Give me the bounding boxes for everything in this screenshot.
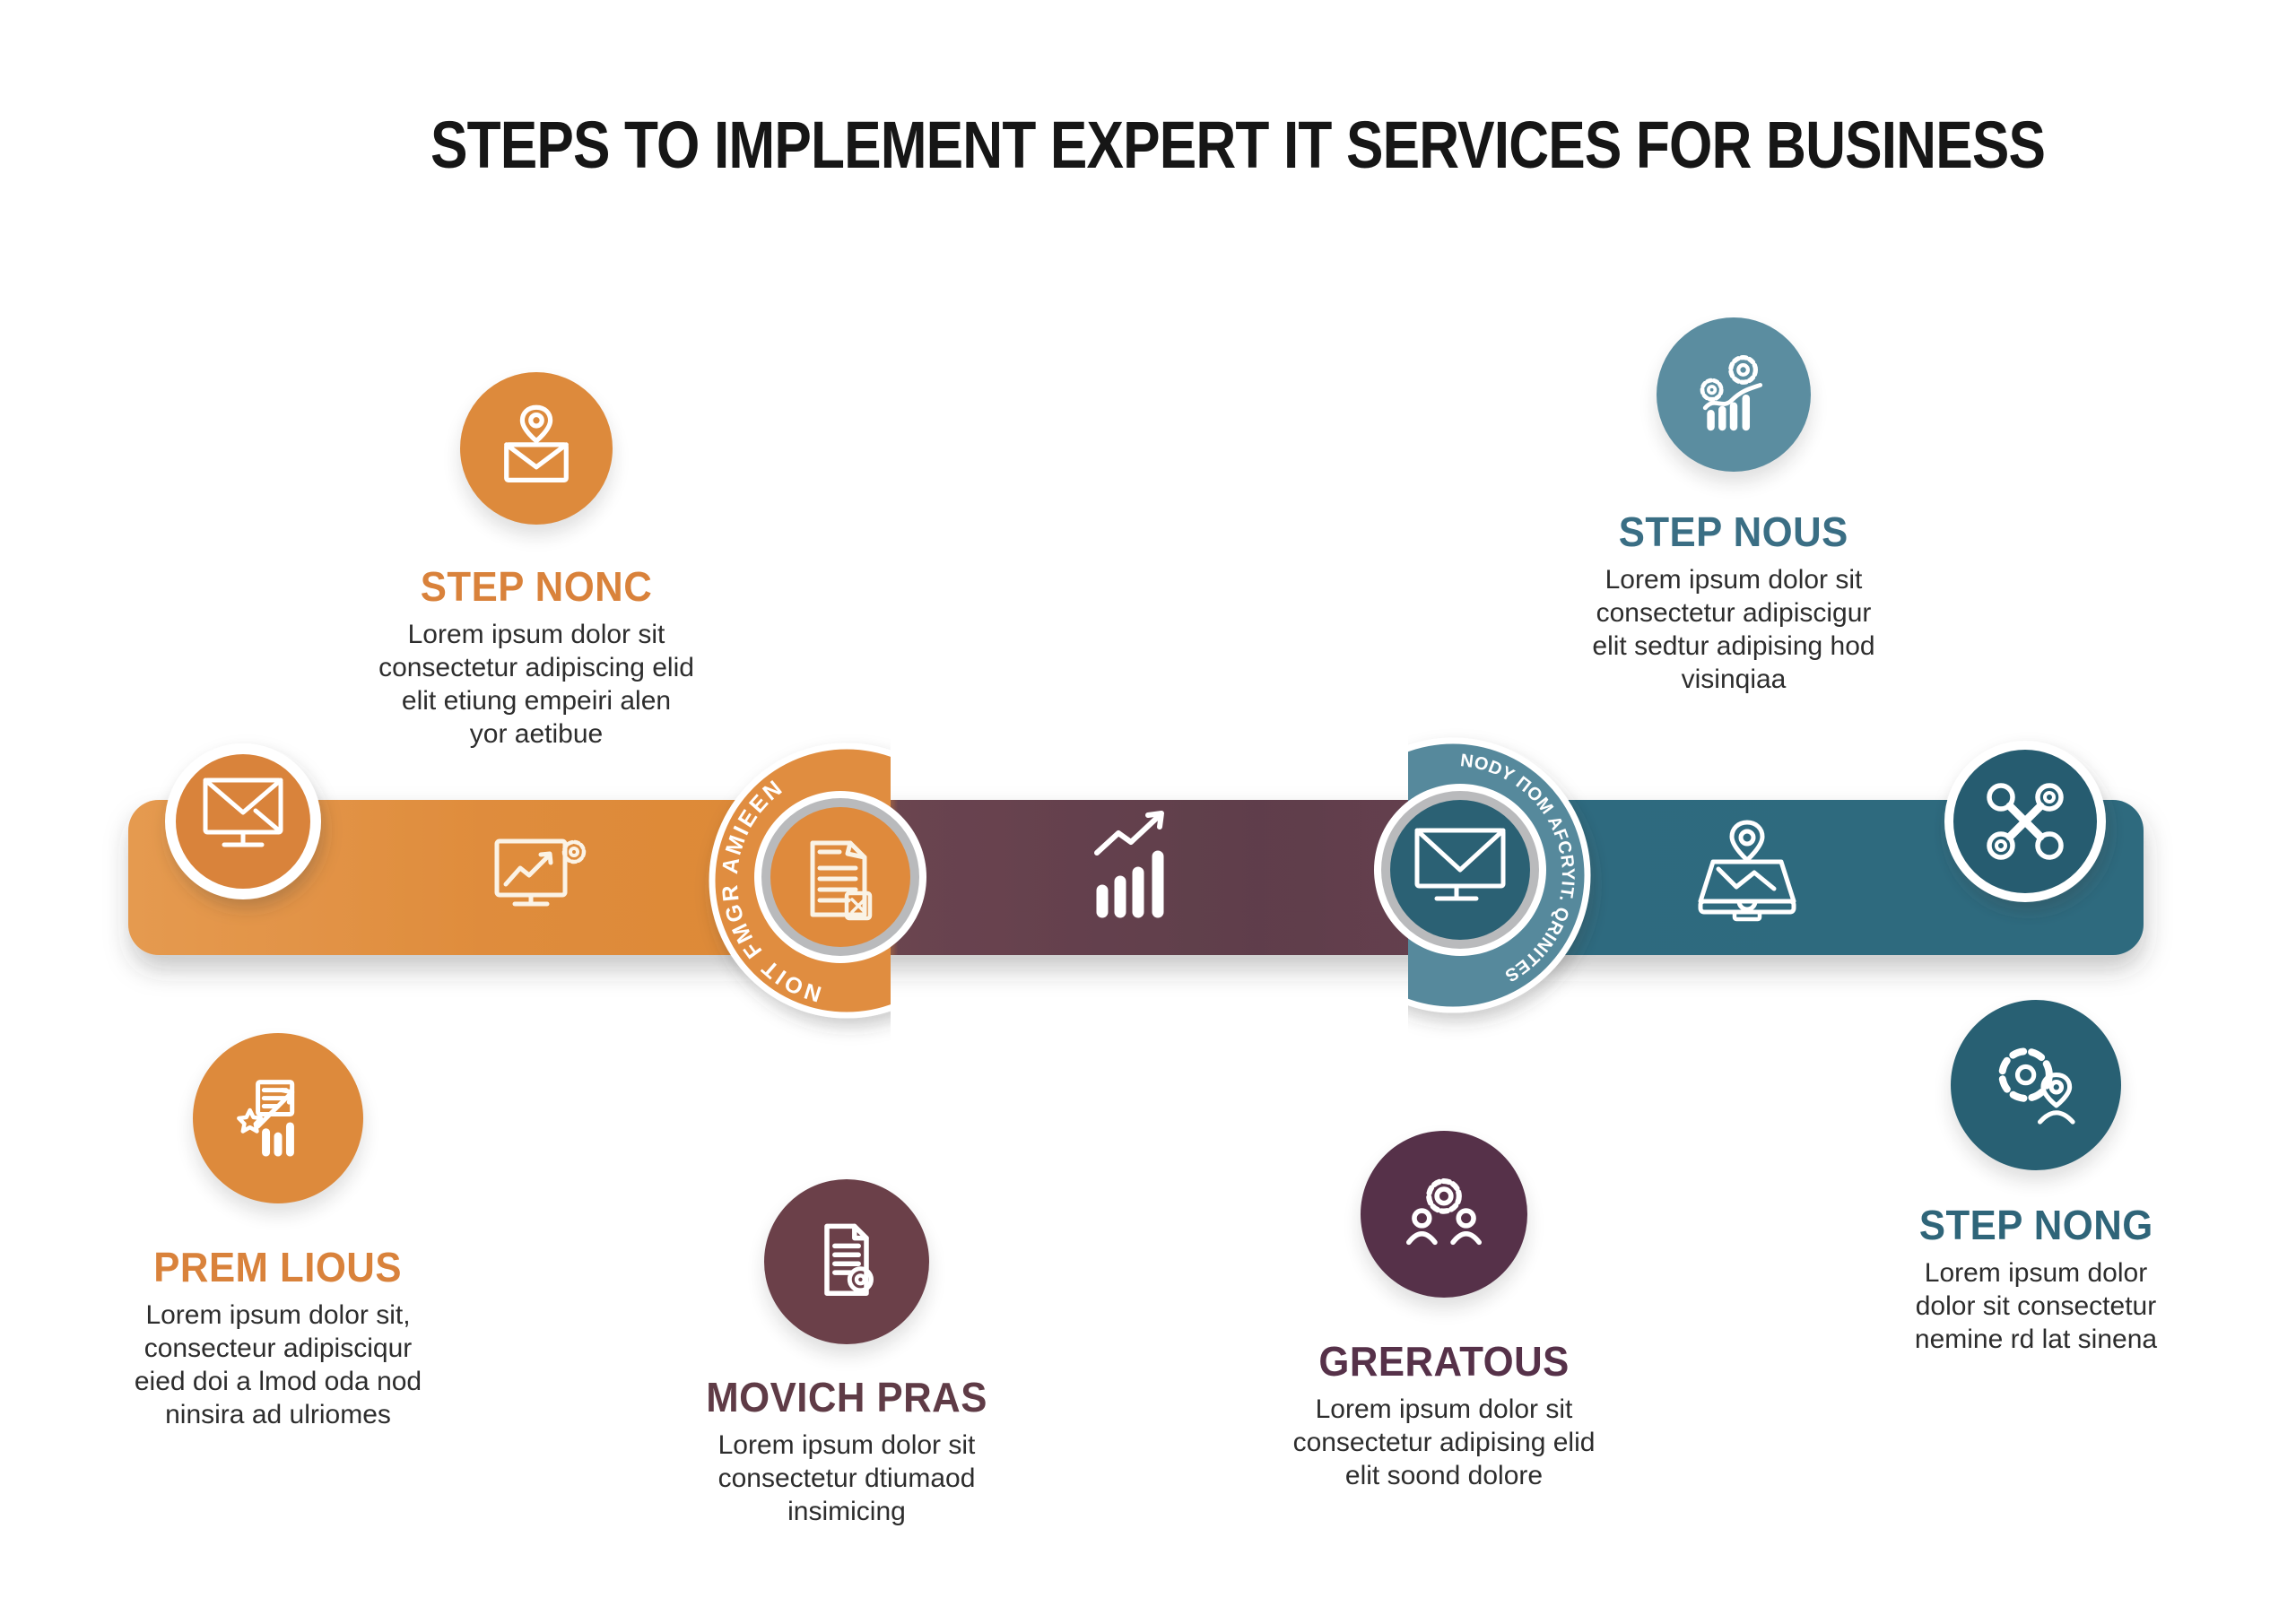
step-description: Lorem ipsum dolor dolor sit consectetur … (1915, 1256, 2157, 1356)
step-title: GRERATOUS (1318, 1338, 1570, 1385)
step-circle (1361, 1131, 1527, 1298)
step-title: STEP NOUS (1618, 508, 1849, 555)
monitor-mail-icon (1414, 828, 1506, 901)
step-block-prem-lious: PREM LIOUS Lorem ipsum dolor sit, consec… (63, 1033, 493, 1431)
step-circle (1657, 317, 1811, 472)
step-title: PREM LIOUS (153, 1244, 403, 1290)
step-description-line: ninsira ad ulriomes (165, 1400, 391, 1429)
step-title: STEP NONC (420, 563, 653, 610)
map-location-monitor-icon (1698, 820, 1796, 922)
step-block-step-nong: STEP NONG Lorem ipsum dolor dolor sit co… (1821, 1000, 2251, 1356)
step-description: Lorem ipsum dolor sit consectetur dtiuma… (718, 1429, 976, 1528)
step-description-line: dolor sit consectetur (1915, 1291, 2157, 1321)
monitor-envelope-icon (203, 777, 283, 847)
step-description: Lorem ipsum dolor sit, consecteur adipis… (135, 1299, 422, 1431)
page-title: STEPS TO IMPLEMENT EXPERT IT SERVICES FO… (430, 108, 2046, 182)
bar-chart-growth-icon (1094, 811, 1164, 918)
document-badge-icon (824, 1223, 874, 1296)
step-description-line: consectetur adipiscing elid (378, 653, 694, 682)
step-description-line: visinqiaa (1681, 665, 1787, 694)
step-description-line: Lorem ipsum dolor sit (1605, 565, 1863, 595)
gear-team-icon (1406, 1177, 1482, 1246)
monitor-analytics-gear-icon (494, 838, 587, 907)
step-block-greratous: GRERATOUS Lorem ipsum dolor sit consecte… (1229, 1131, 1659, 1492)
step-block-movich-pras: MOVICH PRAS Lorem ipsum dolor sit consec… (631, 1179, 1062, 1528)
step-circle (460, 372, 613, 525)
document-growth-star-icon (237, 1080, 295, 1157)
step-description-line: consectetur adipiscigur (1596, 598, 1872, 628)
gears-analytics-icon (1700, 355, 1763, 431)
step-description: Lorem ipsum dolor sit consectetur adipis… (1592, 563, 1874, 696)
step-description-line: eied doi a lmod oda nod (134, 1367, 422, 1396)
step-description-line: consectetur adipising elid (1292, 1428, 1596, 1457)
step-description-line: yor aetibue (469, 719, 604, 749)
step-description-line: consectetur dtiumaod (718, 1464, 976, 1493)
step-circle (193, 1033, 363, 1203)
step-description-line: consecteur adipisciqur (144, 1333, 413, 1363)
step-title: STEP NONG (1918, 1202, 2153, 1248)
step-title: MOVICH PRAS (706, 1374, 987, 1420)
step-description-line: Lorem ipsum dolor sit (407, 620, 665, 649)
step-description-line: elit soond dolore (1344, 1461, 1544, 1490)
gear-person-location-icon (1998, 1047, 2075, 1125)
bar-endpoint-right (1944, 741, 2106, 902)
document-stamp-icon (810, 840, 873, 921)
step-description-line: elit etiung empeiri alen (401, 686, 672, 716)
step-description-line: nemine rd lat sinena (1914, 1325, 2158, 1354)
step-description-line: Lorem ipsum dolor (1924, 1258, 2148, 1288)
step-circle (1951, 1000, 2121, 1170)
step-description-line: insimicing (787, 1497, 906, 1526)
step-description-line: Lorem ipsum dolor sit (1315, 1394, 1573, 1424)
step-circle (764, 1179, 929, 1344)
milestone-badge-right: NODY ΠOM AFCRYIT. QRINITES (1374, 737, 1591, 1013)
step-description-line: Lorem ipsum dolor sit (718, 1430, 976, 1460)
step-description-line: Lorem ipsum dolor sit, (145, 1300, 411, 1330)
step-description-line: elit sedtur adipising hod (1592, 631, 1875, 661)
crossed-tools-icon (1987, 783, 2064, 860)
step-block-step-nonc: STEP NONC Lorem ipsum dolor sit consecte… (321, 372, 752, 751)
bar-endpoint-left (165, 743, 321, 899)
step-block-step-nous: STEP NOUS Lorem ipsum dolor sit consecte… (1518, 317, 1949, 696)
step-description: Lorem ipsum dolor sit consectetur adipis… (1293, 1393, 1596, 1492)
envelope-location-icon (504, 404, 569, 482)
step-description: Lorem ipsum dolor sit consectetur adipis… (378, 618, 694, 751)
